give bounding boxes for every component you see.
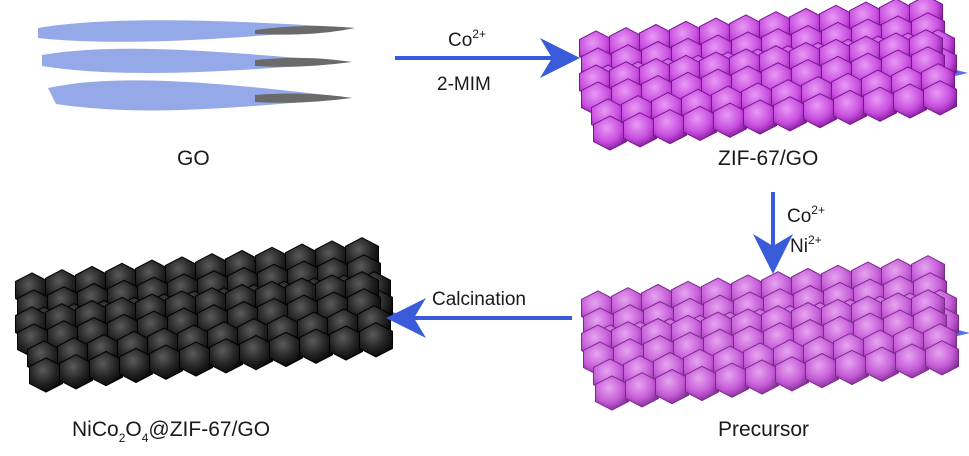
step2-ion1-label: Co2+	[787, 203, 825, 227]
step3-calcination-label: Calcination	[432, 289, 526, 310]
zif67-go-cluster	[578, 0, 968, 151]
precursor-cluster	[580, 255, 969, 411]
precursor-label: Precursor	[718, 418, 809, 441]
step1-ion-label: Co2+	[448, 27, 486, 51]
crystal	[925, 340, 959, 376]
product-label: NiCo2O4@ZIF-67/GO	[72, 418, 270, 445]
go-sheets	[38, 20, 355, 111]
zif67-go-label: ZIF-67/GO	[718, 147, 818, 170]
go-label: GO	[177, 147, 210, 170]
nico2o4-cluster	[14, 237, 404, 393]
step1-reagent-label: 2-MIM	[437, 74, 491, 95]
crystal	[923, 80, 957, 116]
step2-ion2-label: Ni2+	[790, 233, 822, 257]
